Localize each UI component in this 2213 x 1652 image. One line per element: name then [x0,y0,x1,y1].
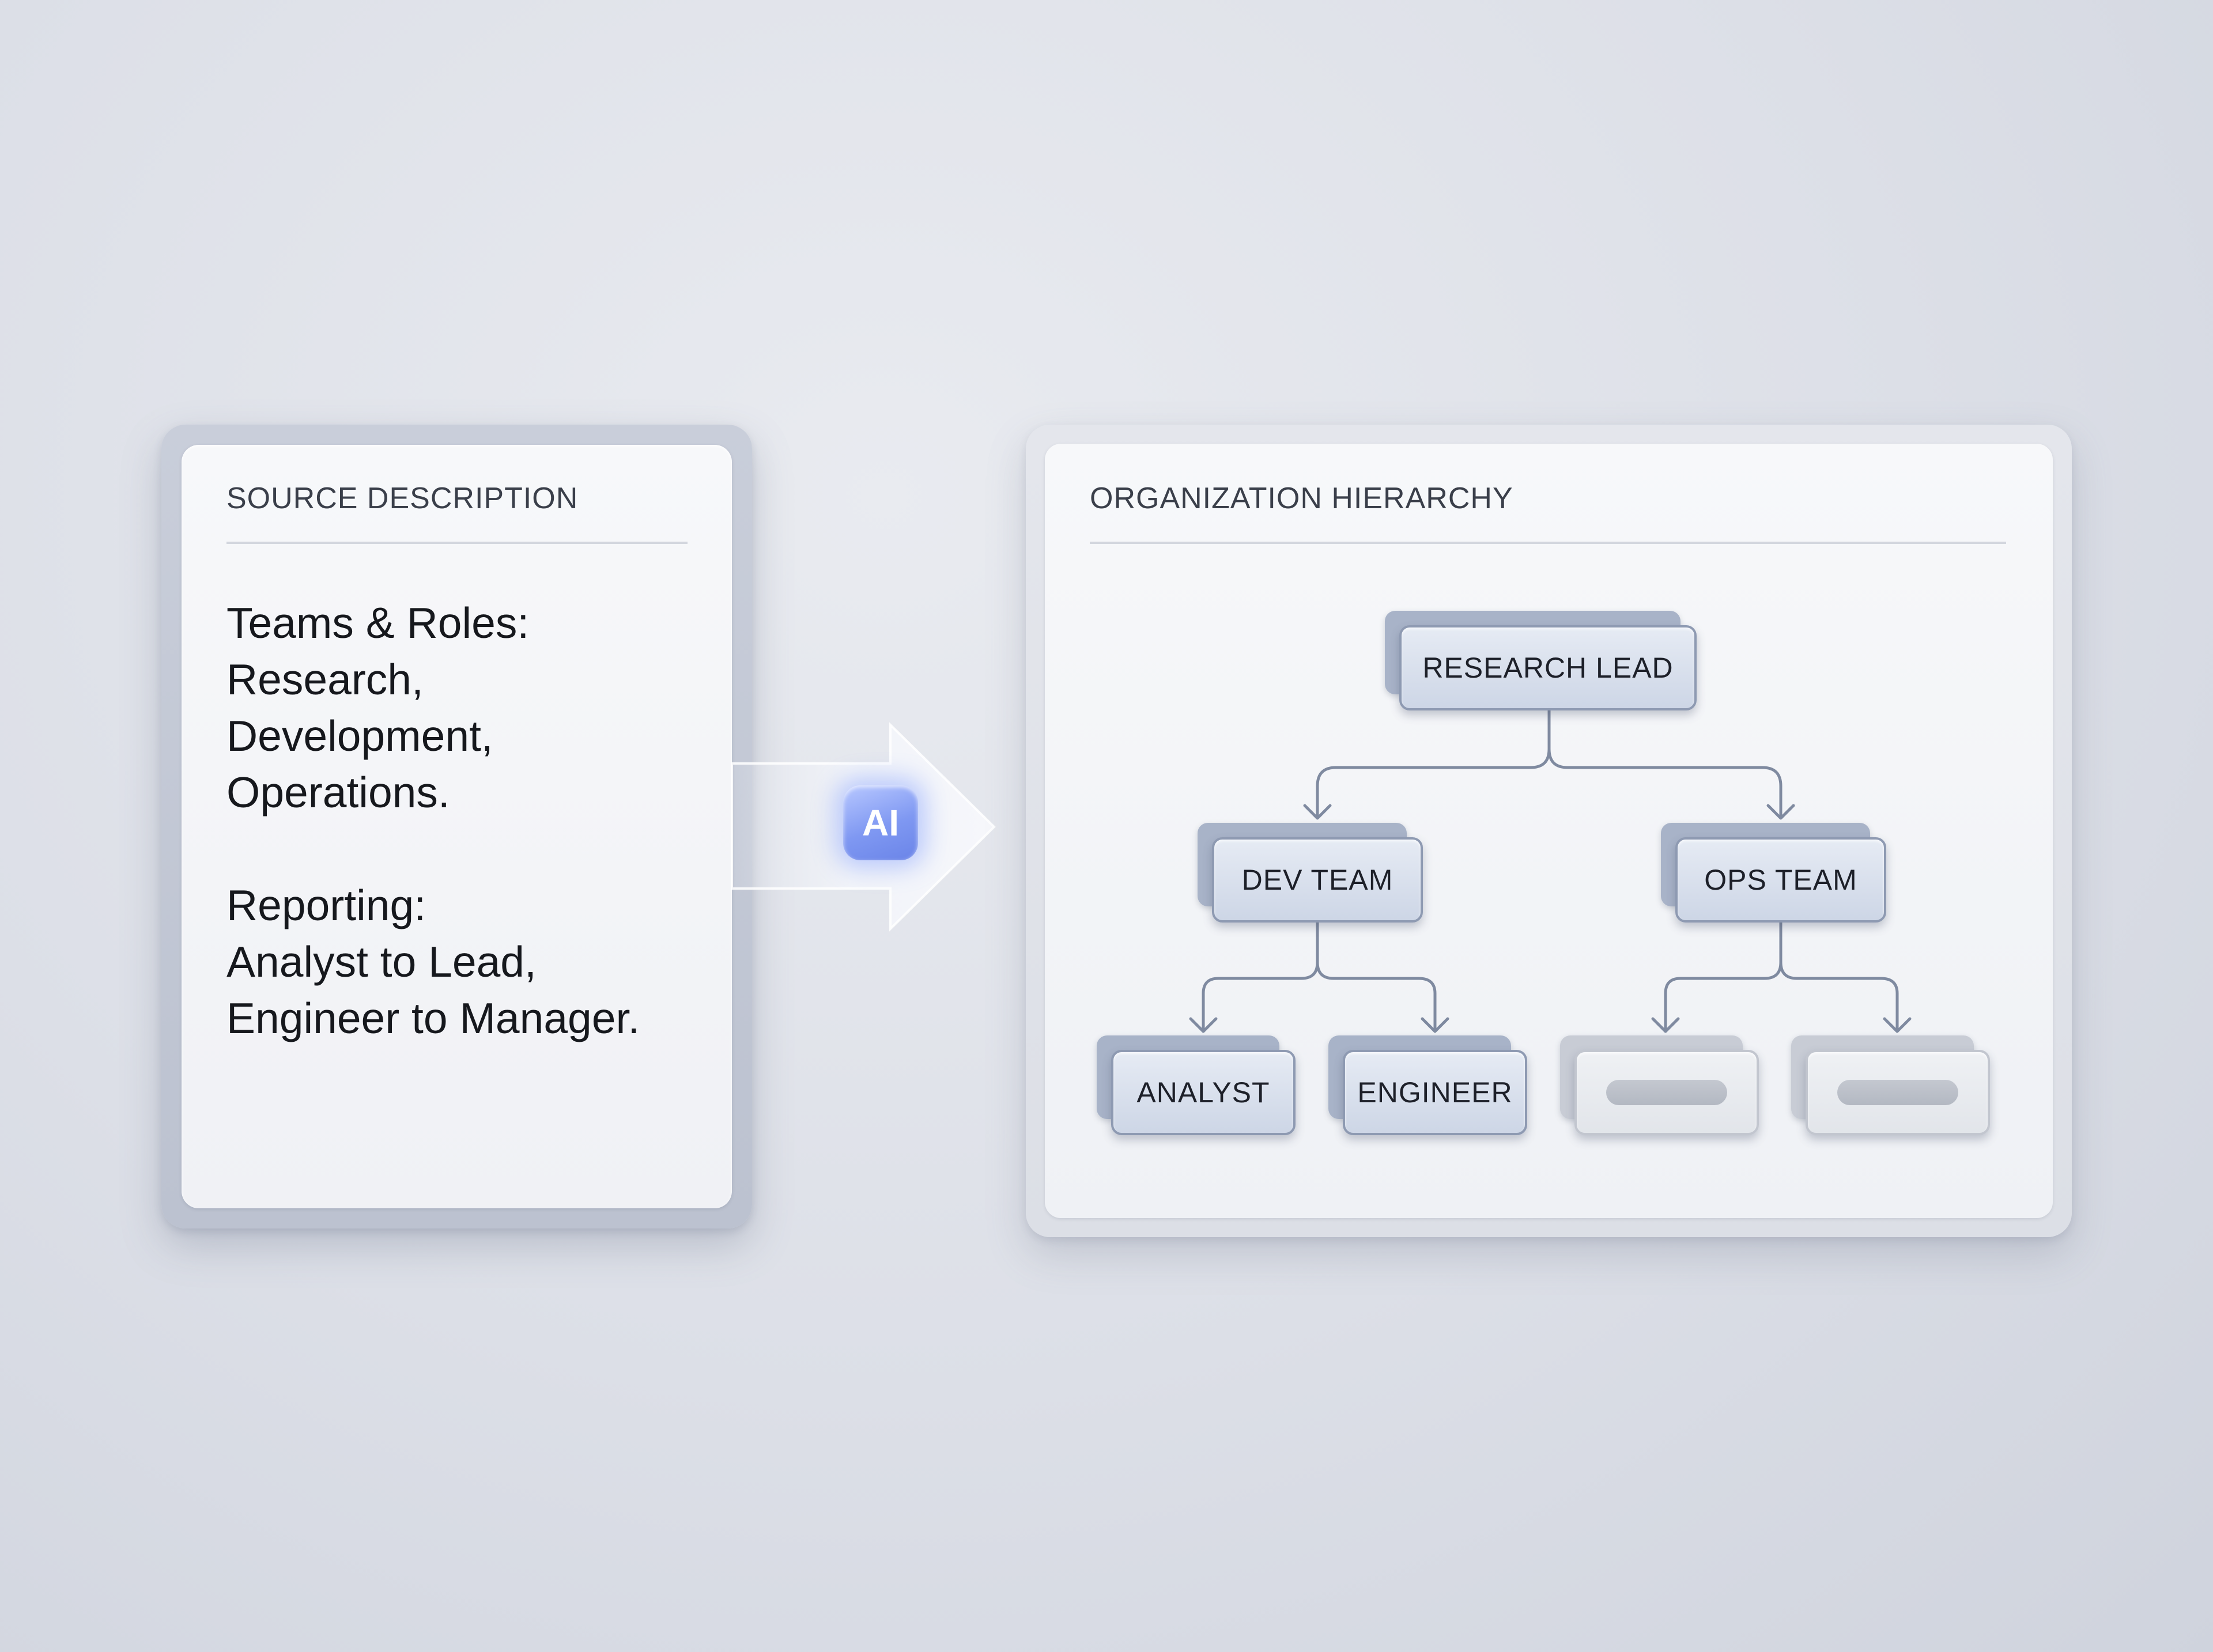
connector-line [1664,920,1783,1032]
source-description-panel [182,445,732,1208]
node-placeholder [1791,1035,1990,1135]
arrowhead-icon [1883,1017,1912,1033]
arrowhead-icon [1189,1017,1218,1033]
arrowhead-icon [1421,1017,1449,1033]
arrowhead-icon [1303,804,1332,820]
arrowhead-icon [1651,1017,1680,1033]
connector-line [1547,747,1783,819]
source-description-text: Teams & Roles: Research, Development, Op… [226,595,640,1046]
placeholder-bar [1606,1080,1727,1105]
organization-hierarchy-title: ORGANIZATION HIERARCHY [1090,482,1513,515]
node-placeholder [1560,1035,1759,1135]
node-analyst: ANALYST [1097,1035,1296,1135]
source-line: Development, [226,712,493,760]
connector-line [1779,961,1899,1032]
connector-line [1316,961,1437,1032]
arrowhead-icon [1766,804,1795,820]
connector-line [1316,708,1551,819]
node-ops-team: OPS TEAM [1661,823,1886,923]
hierarchy-title-divider [1090,542,2006,544]
node-engineer: ENGINEER [1328,1035,1527,1135]
node-label: RESEARCH LEAD [1399,625,1697,710]
node-label: OPS TEAM [1675,837,1886,923]
source-line: Operations. [226,768,450,816]
connector-line [1202,920,1319,1032]
node-dev-team: DEV TEAM [1198,823,1423,923]
source-line: Research, [226,655,424,704]
ai-badge: AI [843,785,918,860]
source-description-title: SOURCE DESCRIPTION [226,482,579,515]
source-title-divider [226,542,688,544]
source-line: Analyst to Lead, [226,937,537,986]
placeholder-bar [1837,1080,1958,1105]
source-line: Engineer to Manager. [226,994,640,1042]
node-label: ENGINEER [1343,1050,1527,1135]
source-line: Teams & Roles: [226,599,530,647]
node-label: DEV TEAM [1212,837,1423,923]
source-description-card [161,425,752,1228]
node-label: ANALYST [1111,1050,1296,1135]
node-research-lead: RESEARCH LEAD [1385,611,1697,710]
source-line: Reporting: [226,881,426,929]
